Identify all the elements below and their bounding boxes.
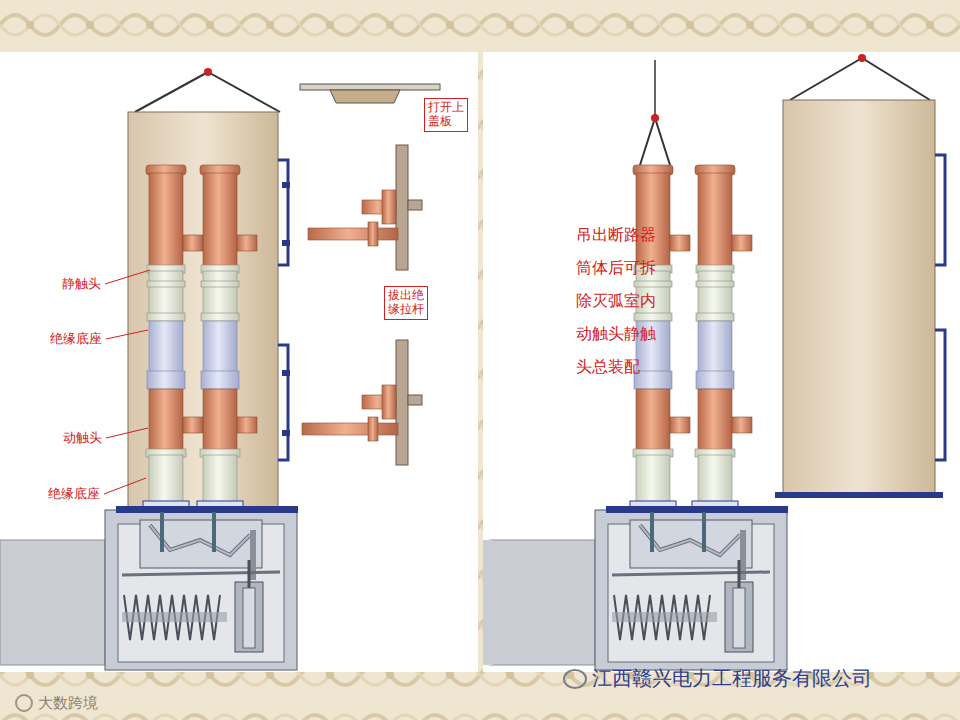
part-label-holder: 绝缘底座	[50, 331, 102, 347]
callout-box: 打开上盖板	[424, 98, 468, 132]
part-label: 绝缘底座	[48, 486, 100, 502]
instruction-note-holder: 吊出断路器筒体后可拆除灭弧室内动触头静触头总装配	[576, 218, 660, 383]
part-label-holder: 静触头	[62, 276, 101, 292]
part-label: 绝缘底座	[50, 331, 102, 347]
callout-text: 拔出绝缘拉杆	[388, 289, 424, 317]
part-label: 静触头	[62, 276, 101, 292]
watermark: 大数跨境	[38, 694, 98, 712]
callout-text: 打开上盖板	[428, 101, 464, 129]
instruction-note: 吊出断路器筒体后可拆除灭弧室内动触头静触头总装配	[576, 218, 660, 383]
part-label-holder: 绝缘底座	[48, 486, 100, 502]
watermark: 江西赣兴电力工程服务有限公司	[592, 666, 872, 690]
watermark-holder: 大数跨境	[38, 694, 98, 712]
callout-box: 拔出绝缘拉杆	[384, 286, 428, 320]
part-label: 动触头	[63, 430, 102, 446]
watermark-holder: 江西赣兴电力工程服务有限公司	[592, 666, 872, 690]
part-label-holder: 动触头	[63, 430, 102, 446]
